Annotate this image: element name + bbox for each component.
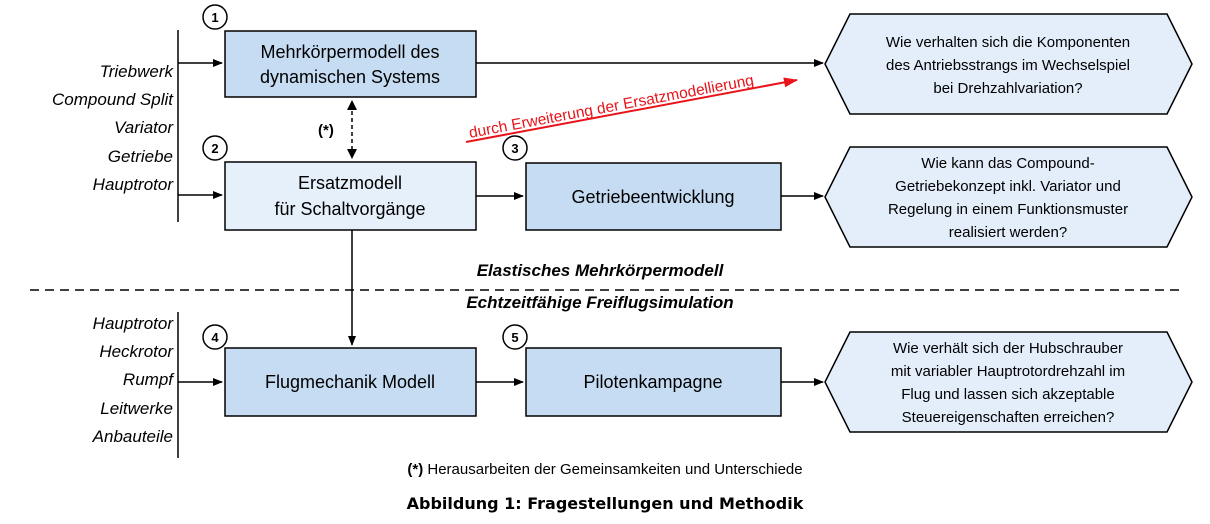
input-label: Hauptrotor xyxy=(93,314,175,333)
section-label-bottom: Echtzeitfähige Freiflugsimulation xyxy=(466,293,733,312)
red-annotation: durch Erweiterung der Ersatzmodellierung xyxy=(468,72,756,142)
box-2-line-2: für Schaltvorgänge xyxy=(274,199,425,219)
question-3-line: Flug und lassen sich akzeptable xyxy=(901,386,1114,403)
question-3-line: Steuereigenschaften erreichen? xyxy=(902,409,1115,426)
step-circle xyxy=(502,135,528,161)
box-3-label: Getriebeentwicklung xyxy=(571,187,734,207)
question-1-line: bei Drehzahlvariation? xyxy=(933,80,1082,97)
question-1-line: Wie verhalten sich die Komponenten xyxy=(886,34,1130,51)
input-label: Getriebe xyxy=(108,147,173,166)
step-circle xyxy=(502,324,528,350)
step-circle xyxy=(202,4,228,30)
question-2: Wie kann das Compound- Getriebekonzept i… xyxy=(824,146,1193,248)
box-1-line-2: dynamischen Systems xyxy=(260,67,440,87)
box-5-label: Pilotenkampagne xyxy=(583,372,722,392)
step-marker-2: 2 xyxy=(202,135,228,161)
methodology-diagram: Triebwerk Compound Split Variator Getrie… xyxy=(30,4,1193,478)
step-number: 4 xyxy=(211,330,219,345)
input-label: Anbauteile xyxy=(92,427,173,446)
box-4-rect xyxy=(224,347,477,417)
step-circle xyxy=(202,324,228,350)
question-3-line: Wie verhält sich der Hubschrauber xyxy=(893,340,1123,357)
section-label-top: Elastisches Mehrkörpermodell xyxy=(477,261,725,280)
box-4-flugmechanik: Flugmechanik Modell xyxy=(224,347,477,417)
figure-caption: Abbildung 1: Fragestellungen und Methodi… xyxy=(406,494,804,513)
input-label: Compound Split xyxy=(52,90,174,109)
box-2-line-1: Ersatzmodell xyxy=(298,173,402,193)
step-marker-4: 4 xyxy=(202,324,228,350)
footnote: (*) Herausarbeiten der Gemeinsamkeiten u… xyxy=(407,461,802,478)
dashed-link-head-down xyxy=(347,149,357,159)
input-label: Triebwerk xyxy=(100,62,175,81)
step-number: 3 xyxy=(511,141,518,156)
box-3-rect xyxy=(525,162,782,231)
box-1-mehrkoerpermodell: Mehrkörpermodell des dynamischen Systems xyxy=(224,30,477,98)
input-label: Leitwerke xyxy=(100,399,173,418)
box-2-ersatzmodell: Ersatzmodell für Schaltvorgänge xyxy=(224,161,477,231)
question-2-line: Regelung in einem Funktionsmuster xyxy=(888,201,1128,218)
input-label: Rumpf xyxy=(123,370,175,389)
box-1-rect xyxy=(224,30,477,98)
input-label: Variator xyxy=(114,118,174,137)
step-number: 2 xyxy=(211,141,218,156)
left-inputs-bottom: Hauptrotor Heckrotor Rumpf Leitwerke Anb… xyxy=(92,314,176,446)
red-extension-arrow xyxy=(465,77,798,143)
step-circle xyxy=(202,135,228,161)
step-marker-5: 5 xyxy=(502,324,528,350)
box-1-line-1: Mehrkörpermodell des xyxy=(260,42,439,62)
question-2-line: Getriebekonzept inkl. Variator und xyxy=(895,178,1121,195)
step-number: 1 xyxy=(211,10,218,25)
box-3-getriebeentwicklung: Getriebeentwicklung xyxy=(525,162,782,231)
question-3-hexagon xyxy=(824,331,1193,433)
step-marker-1: 1 xyxy=(202,4,228,30)
star-label: (*) xyxy=(318,122,334,139)
question-1-line: des Antriebsstrangs im Wechselspiel xyxy=(886,57,1130,74)
step-marker-3: 3 xyxy=(502,135,528,161)
input-label: Heckrotor xyxy=(99,342,174,361)
step-number: 5 xyxy=(511,330,518,345)
dashed-link-head-up xyxy=(347,100,357,110)
input-label: Hauptrotor xyxy=(93,175,175,194)
question-2-hexagon xyxy=(824,146,1193,248)
footnote-marker: (*) xyxy=(407,461,423,478)
footnote-text: Herausarbeiten der Gemeinsamkeiten und U… xyxy=(423,461,802,478)
question-2-line: Wie kann das Compound- xyxy=(921,155,1094,172)
box-4-label: Flugmechanik Modell xyxy=(265,372,435,392)
box-5-pilotenkampagne: Pilotenkampagne xyxy=(525,347,782,417)
question-2-line: realisiert werden? xyxy=(949,224,1067,241)
question-3: Wie verhält sich der Hubschrauber mit va… xyxy=(824,331,1193,433)
left-inputs-top: Triebwerk Compound Split Variator Getrie… xyxy=(52,62,174,194)
box-2-rect xyxy=(224,161,477,231)
question-3-line: mit variabler Hauptrotordrehzahl im xyxy=(891,363,1125,380)
question-1-hexagon xyxy=(824,13,1193,115)
question-1: Wie verhalten sich die Komponenten des A… xyxy=(824,13,1193,115)
